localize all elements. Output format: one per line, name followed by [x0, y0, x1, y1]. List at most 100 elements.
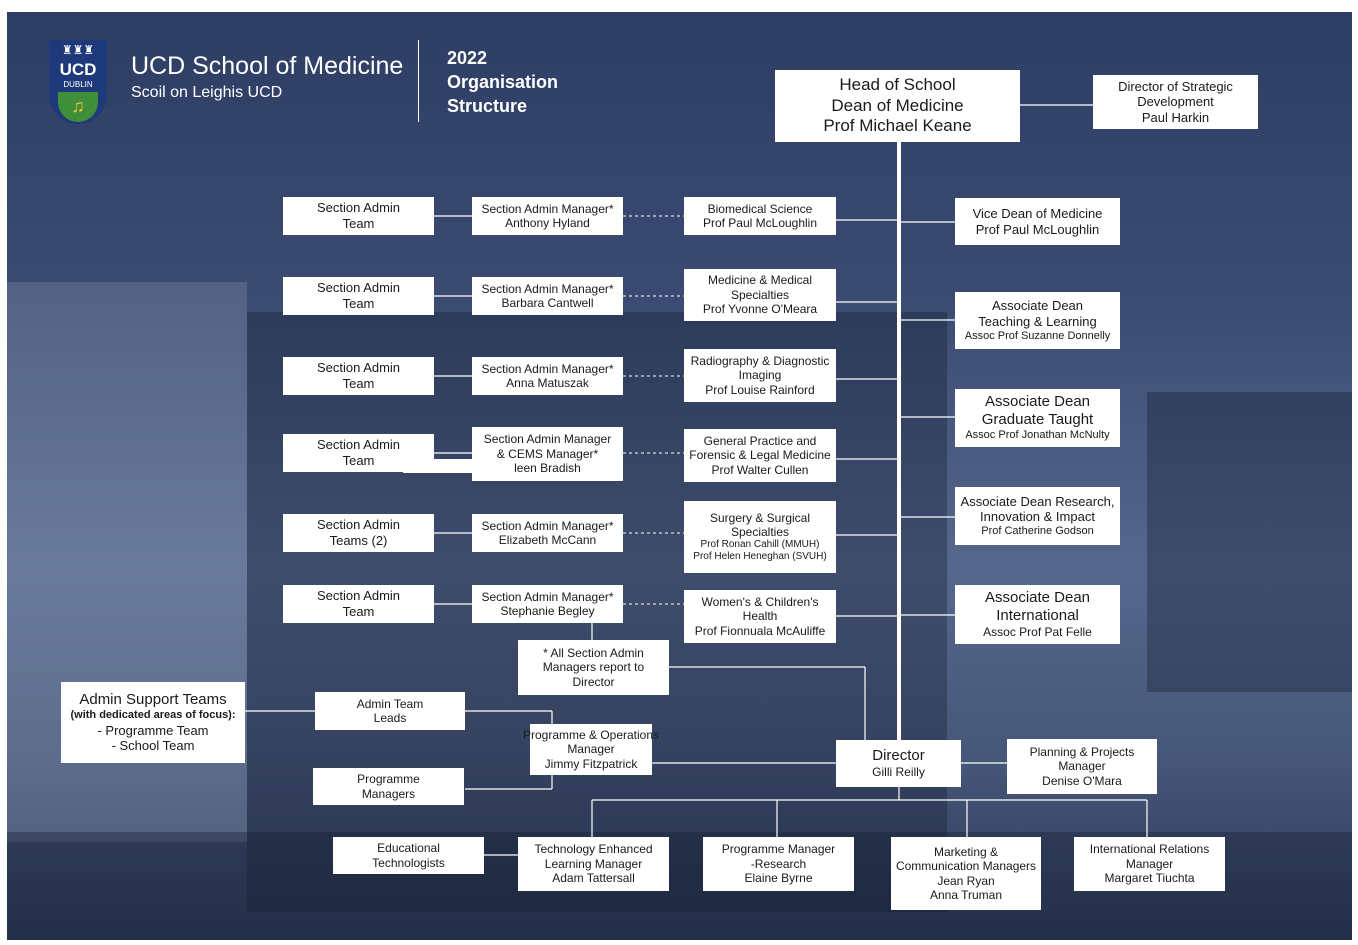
- associate-dean-box: Associate Dean Graduate Taught Assoc Pro…: [955, 389, 1120, 447]
- bottom-title-2: -Research: [750, 856, 807, 871]
- section-admin-manager-box: Section Admin Manager* Barbara Cantwell: [472, 277, 623, 315]
- section-box: Radiography & Diagnostic Imaging Prof Lo…: [684, 349, 836, 402]
- strategic-title-2: Development: [1137, 94, 1214, 110]
- ops-name: Jimmy Fitzpatrick: [544, 756, 638, 771]
- edu-tech-label: Educational: [377, 841, 440, 856]
- ops-title: Programme & Operations: [522, 727, 660, 742]
- support-item: - School Team: [111, 738, 195, 754]
- section-admin-team-box: Section Admin Team: [283, 357, 434, 395]
- note-text: * All Section Admin: [543, 645, 644, 660]
- admin-team-label: Team: [342, 604, 375, 619]
- section-admin-team-box: Section Admin Team: [283, 197, 434, 235]
- section-box: Women's & Children's Health Prof Fionnua…: [684, 590, 836, 643]
- manager-title: Section Admin Manager*: [481, 518, 614, 533]
- castle-icon: ♜♜♜: [61, 43, 95, 57]
- manager-title: Section Admin Manager: [483, 432, 612, 447]
- director-strategic-box: Director of Strategic Development Paul H…: [1093, 75, 1258, 129]
- section-head: Prof Paul McLoughlin: [702, 216, 818, 230]
- dean-name: Prof Catherine Godson: [981, 525, 1094, 537]
- section-name: Medicine & Medical: [707, 273, 813, 288]
- international-relations-box: International Relations Manager Margaret…: [1074, 837, 1225, 891]
- section-box: Biomedical Science Prof Paul McLoughlin: [684, 197, 836, 235]
- section-head: Prof Ronan Cahill (MMUH): [700, 539, 820, 551]
- logo-text-ucd: UCD: [59, 60, 97, 79]
- header-divider: [418, 40, 419, 122]
- section-box: General Practice and Forensic & Legal Me…: [684, 429, 836, 482]
- bottom-title: Marketing &: [933, 844, 999, 859]
- dean-name: Assoc Prof Suzanne Donnelly: [964, 329, 1111, 342]
- manager-name: Barbara Cantwell: [501, 296, 594, 310]
- team-leads-label: Leads: [373, 711, 407, 725]
- bottom-name: Adam Tattersall: [552, 871, 635, 886]
- section-head: Prof Louise Rainford: [705, 382, 815, 397]
- ucd-logo-crest: ♜♜♜ UCD DUBLIN ♫: [49, 40, 107, 124]
- section-admin-team-box: Section Admin Teams (2): [283, 514, 434, 552]
- document-year: 2022: [447, 48, 488, 68]
- overlap-strip: [403, 459, 473, 473]
- dean-title: Associate Dean: [984, 589, 1091, 607]
- section-box: Medicine & Medical Specialties Prof Yvon…: [684, 269, 836, 321]
- admin-team-label: Section Admin: [316, 588, 401, 604]
- programme-managers-label: Programme: [357, 772, 420, 787]
- logo-text-dublin: DUBLIN: [63, 80, 93, 89]
- associate-dean-box: Associate Dean Teaching & Learning Assoc…: [955, 292, 1120, 349]
- strategic-name: Paul Harkin: [1141, 109, 1210, 125]
- programme-managers-box: Programme Managers: [313, 768, 464, 805]
- bottom-name: Elaine Byrne: [744, 871, 813, 886]
- school-name-irish: Scoil on Leighis UCD: [131, 84, 283, 101]
- programme-managers-label: Managers: [361, 786, 416, 801]
- dean-name: Prof Paul McLoughlin: [975, 221, 1100, 237]
- bottom-name: Jean Ryan: [937, 873, 995, 888]
- section-admin-team-box: Section Admin Team: [283, 585, 434, 623]
- planning-title-2: Manager: [1058, 759, 1106, 774]
- section-head: Prof Helen Heneghan (SVUH): [693, 551, 827, 563]
- section-box: Surgery & Surgical Specialties Prof Rona…: [684, 501, 836, 573]
- section-admin-manager-box: Section Admin Manager* Anthony Hyland: [472, 197, 623, 235]
- head-name: Prof Michael Keane: [823, 116, 972, 136]
- section-name: General Practice and: [703, 433, 817, 448]
- section-name-2: Specialties: [730, 287, 790, 302]
- dean-title: Associate Dean Research,: [960, 493, 1115, 509]
- planning-title: Planning & Projects: [1029, 744, 1135, 759]
- bottom-title: Technology Enhanced: [534, 842, 653, 857]
- manager-title: Section Admin Manager*: [481, 589, 614, 604]
- admin-team-leads-box: Admin Team Leads: [315, 692, 465, 730]
- manager-name: Anna Matuszak: [506, 376, 589, 390]
- bottom-name: Margaret Tiuchta: [1104, 871, 1195, 886]
- dean-area: Teaching & Learning: [978, 313, 1097, 329]
- programme-operations-box: Programme & Operations Manager Jimmy Fit…: [523, 724, 659, 775]
- ops-title-2: Manager: [567, 742, 615, 757]
- manager-title: Section Admin Manager*: [481, 281, 614, 296]
- planning-name: Denise O'Mara: [1042, 773, 1122, 788]
- planning-projects-box: Planning & Projects Manager Denise O'Mar…: [1007, 739, 1157, 794]
- director-name: Gilli Reilly: [872, 765, 925, 780]
- dean-area: Graduate Taught: [981, 411, 1094, 429]
- reporting-note-box: * All Section Admin Managers report to D…: [518, 640, 669, 695]
- associate-dean-box: Associate Dean Research, Innovation & Im…: [955, 487, 1120, 545]
- admin-team-label: Team: [342, 376, 375, 391]
- dean-area: International: [996, 607, 1079, 625]
- admin-team-label: Team: [342, 296, 375, 311]
- manager-name: Anthony Hyland: [505, 216, 590, 230]
- admin-team-label: Section Admin: [316, 200, 401, 216]
- section-name: Surgery & Surgical: [709, 510, 811, 525]
- bottom-title-2: Learning Manager: [544, 856, 643, 871]
- admin-team-label: Team: [342, 453, 375, 468]
- manager-name: leen Bradish: [514, 461, 581, 476]
- director-title: Director: [872, 747, 925, 765]
- section-name: Women's & Children's: [701, 594, 819, 609]
- dean-name: Assoc Prof Jonathan McNulty: [965, 429, 1110, 442]
- note-text: Director: [572, 674, 615, 689]
- admin-team-label: Teams (2): [329, 533, 388, 548]
- dean-title: Associate Dean: [984, 393, 1091, 411]
- admin-team-label: Team: [342, 216, 375, 231]
- section-name: Biomedical Science: [707, 201, 813, 216]
- section-admin-manager-box: Section Admin Manager* Stephanie Begley: [472, 585, 623, 623]
- bottom-title: International Relations: [1089, 842, 1210, 857]
- strategic-title: Director of Strategic: [1118, 78, 1233, 94]
- manager-title: Section Admin Manager*: [481, 201, 614, 216]
- team-leads-label: Admin Team: [356, 696, 424, 711]
- section-name: Radiography & Diagnostic: [690, 353, 830, 368]
- admin-team-label: Section Admin: [316, 517, 401, 533]
- section-name-2: Specialties: [730, 525, 790, 539]
